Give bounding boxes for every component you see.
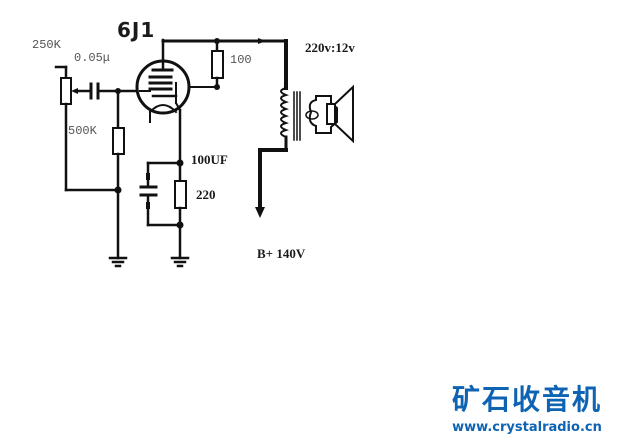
speaker	[305, 84, 354, 144]
potentiometer-label: 250K	[32, 38, 61, 52]
ground-symbol-2	[170, 256, 190, 268]
transformer-ratio-label: 220v:12v	[305, 40, 355, 55]
cathode-resistor-220	[174, 161, 187, 260]
watermark-logo: 矿石收音机 www.crystalradio.cn	[452, 384, 602, 436]
watermark-title: 矿石收音机	[452, 383, 603, 416]
grid-resistor-500k	[64, 89, 125, 260]
coupling-capacitor-label: 0.05μ	[74, 51, 111, 65]
cathode-capacitor-label: 100UF	[191, 152, 228, 167]
cathode-resistor-label: 220	[196, 187, 216, 202]
cathode-capacitor-100uf	[139, 161, 182, 227]
screen-resistor-label: 100	[230, 53, 252, 67]
vacuum-tube-6j1	[135, 38, 218, 123]
watermark-url: www.crystalradio.cn	[452, 420, 602, 435]
potentiometer-250k	[54, 65, 92, 192]
screen-resistor-100	[211, 39, 224, 89]
ground-symbol-1	[108, 256, 128, 268]
supply-voltage-label: B+ 140V	[257, 246, 306, 261]
tube-label: 6J1	[117, 18, 156, 42]
output-transformer	[255, 39, 301, 218]
grid-resistor-label: 500K	[68, 124, 97, 138]
